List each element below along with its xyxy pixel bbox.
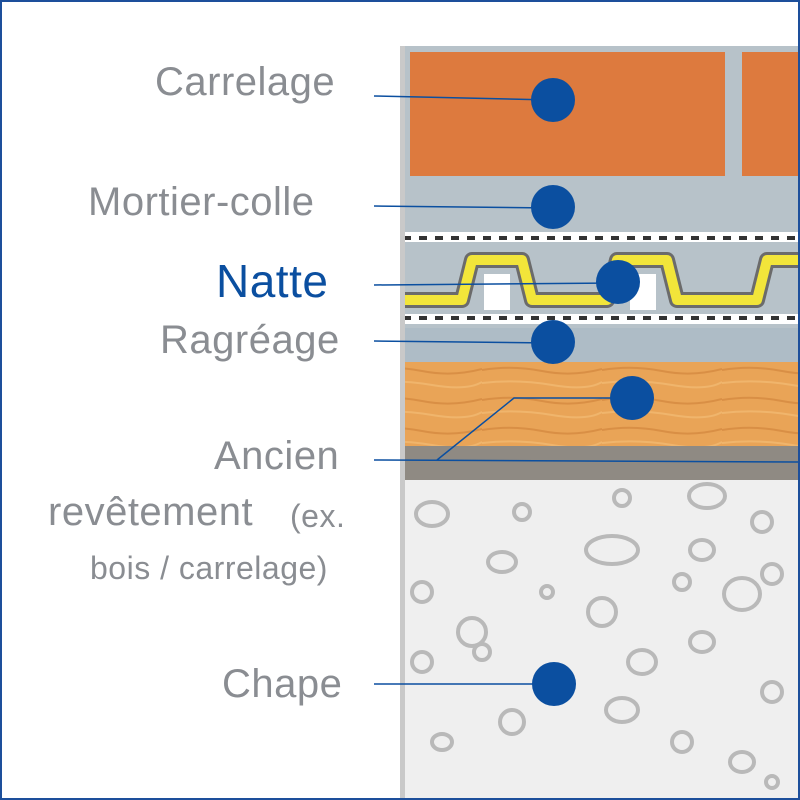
marker-chape [532, 662, 576, 706]
label-ancien-note-b: bois / carrelage) [90, 550, 328, 586]
pebble [410, 580, 434, 604]
label-ancien: Ancien [214, 434, 340, 478]
pebble [672, 572, 692, 592]
pebble [687, 482, 727, 510]
pebble [456, 616, 488, 648]
leader-ancien [436, 397, 632, 461]
layer-chape [405, 480, 798, 798]
pebble [626, 648, 658, 676]
label-mortier-colle: Mortier-colle [88, 180, 315, 224]
layer-markers [531, 78, 654, 706]
pebble [604, 696, 640, 724]
marker-mortier [531, 185, 575, 229]
pebble [688, 538, 716, 562]
pebble [764, 774, 780, 790]
leader-natte [373, 282, 618, 286]
pebble [472, 642, 492, 662]
leader-ancien-base [373, 459, 798, 463]
marker-natte [596, 260, 640, 304]
pebble [586, 596, 618, 628]
pebble [760, 680, 784, 704]
layer-ragreage [405, 328, 798, 362]
pebble [430, 732, 454, 752]
leader-mortier [373, 205, 553, 209]
label-chape: Chape [222, 662, 343, 706]
pebble [414, 500, 450, 528]
pebble [486, 550, 518, 574]
label-carrelage: Carrelage [155, 60, 336, 104]
pebble [688, 630, 716, 654]
pebble [498, 708, 526, 736]
pebble [670, 730, 694, 754]
pebble [722, 576, 762, 612]
pebble [612, 488, 632, 508]
label-ragreage: Ragréage [160, 318, 340, 362]
pebble [512, 502, 532, 522]
wall-edge [400, 46, 406, 798]
pebble [410, 650, 434, 674]
layer-ancien-base [405, 446, 798, 480]
label-ancien-note-a: (ex. [290, 498, 346, 534]
pebble [750, 510, 774, 534]
pebble [728, 750, 756, 774]
leader-ragreage [373, 340, 553, 344]
layer-ancien-revetement [405, 360, 798, 446]
layer-carrelage [405, 46, 798, 182]
marker-ragreage [531, 320, 575, 364]
leader-carrelage [373, 95, 553, 101]
marker-carrelage [531, 78, 575, 122]
pebble [539, 584, 555, 600]
marker-ancien [610, 376, 654, 420]
label-revetement: revêtement [48, 490, 254, 534]
label-natte: Natte [216, 255, 329, 307]
pebble [760, 562, 784, 586]
pebble [584, 534, 640, 566]
